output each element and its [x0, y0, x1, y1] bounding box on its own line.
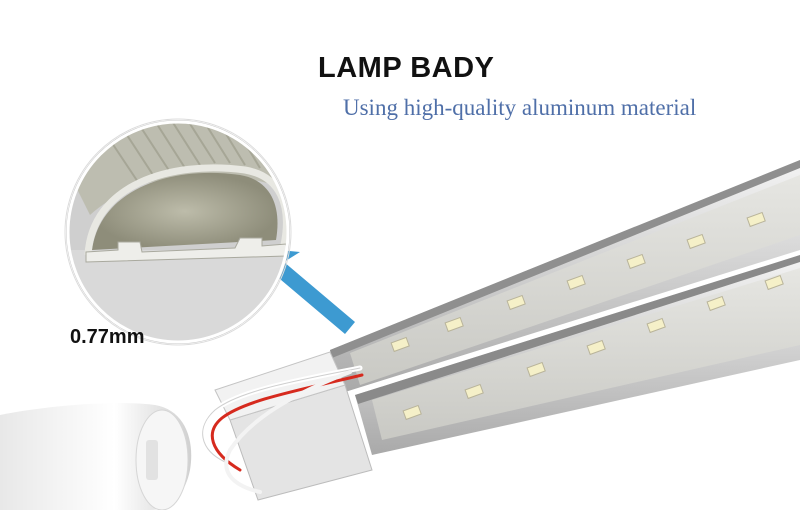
- upper-led-strip: [330, 160, 800, 392]
- end-cap: [0, 403, 192, 510]
- heading: LAMP BADY: [318, 52, 495, 84]
- subheading: Using high-quality aluminum material: [343, 95, 697, 120]
- led-chip-row-upper: [390, 211, 766, 353]
- lower-led-strip: [355, 255, 800, 455]
- thickness-label: 0.77mm: [70, 326, 145, 348]
- led-chip-row-lower: [402, 274, 784, 421]
- magnified-profile-circle: [64, 118, 292, 346]
- power-wires: [200, 365, 364, 494]
